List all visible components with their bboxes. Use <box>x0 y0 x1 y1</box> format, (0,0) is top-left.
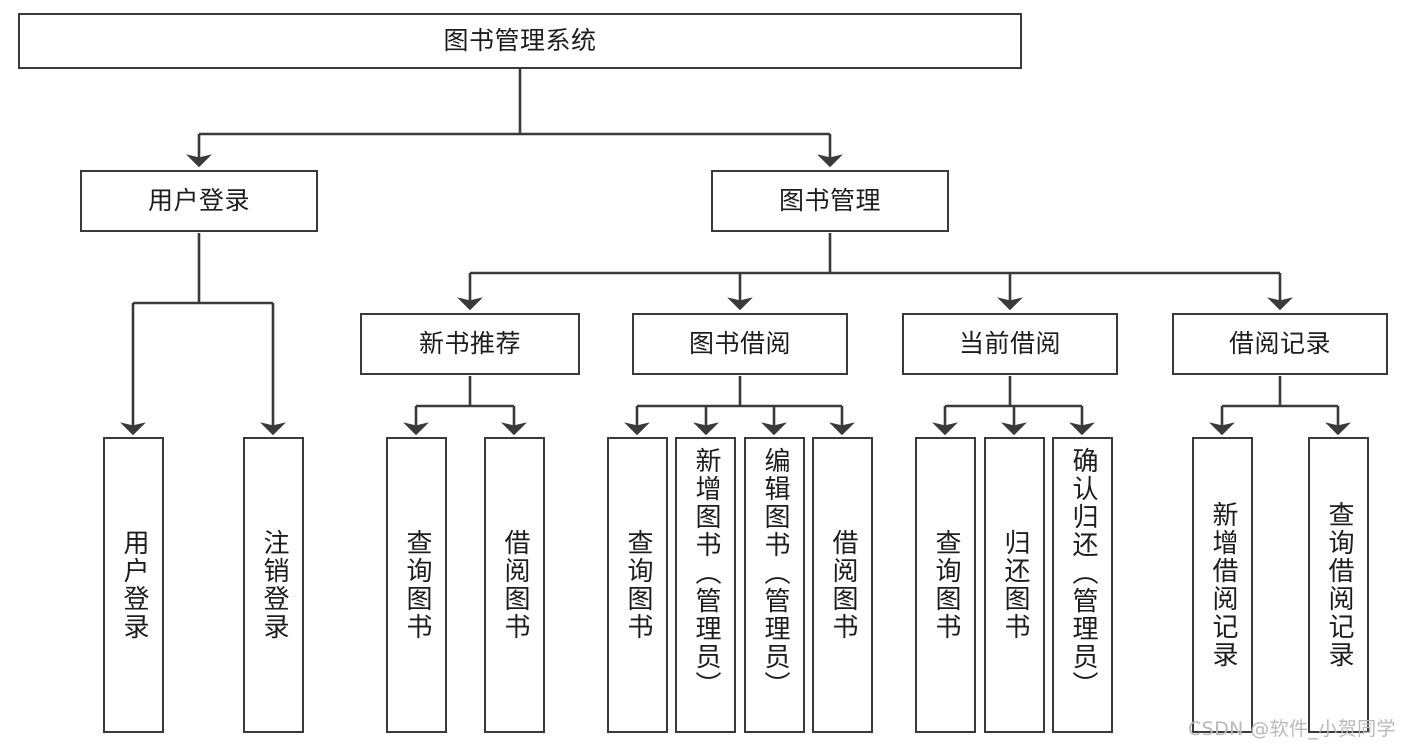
node-label: 查询图书 <box>623 529 654 641</box>
node-new-book-recommend[interactable]: 新书推荐 <box>360 313 580 375</box>
node-label: 编辑图书（管理员） <box>760 447 791 699</box>
node-label: 确认归还（管理员） <box>1068 447 1099 699</box>
leaf-borrow-book-1[interactable]: 借阅图书 <box>484 437 545 733</box>
node-label: 用户登录 <box>147 185 250 215</box>
csdn-watermark: CSDN @软件_小贺同学 <box>1188 718 1396 740</box>
leaf-confirm-return[interactable]: 确认归还（管理员） <box>1052 437 1113 733</box>
node-label: 当前借阅 <box>958 328 1061 358</box>
node-label: 新增图书（管理员） <box>691 447 722 699</box>
node-label: 注销登录 <box>259 529 290 641</box>
node-label: 新书推荐 <box>418 328 521 358</box>
node-label: 图书借阅 <box>688 328 791 358</box>
node-current-borrow[interactable]: 当前借阅 <box>902 313 1118 375</box>
node-label: 查询图书 <box>402 529 433 641</box>
node-book-borrow[interactable]: 图书借阅 <box>632 313 848 375</box>
leaf-query-book-1[interactable]: 查询图书 <box>386 437 447 733</box>
node-label: 查询图书 <box>931 529 962 641</box>
leaf-logout-login[interactable]: 注销登录 <box>243 437 304 733</box>
leaf-return-book[interactable]: 归还图书 <box>984 437 1045 733</box>
node-label: 图书管理 <box>778 185 881 215</box>
node-user-login[interactable]: 用户登录 <box>80 170 318 232</box>
node-borrow-record[interactable]: 借阅记录 <box>1172 313 1388 375</box>
leaf-query-book-3[interactable]: 查询图书 <box>915 437 976 733</box>
node-label: 图书管理系统 <box>443 25 597 55</box>
leaf-borrow-book-2[interactable]: 借阅图书 <box>812 437 873 733</box>
node-label: 新增借阅记录 <box>1208 501 1239 669</box>
node-label: 归还图书 <box>1000 529 1031 641</box>
node-root-system[interactable]: 图书管理系统 <box>18 13 1022 69</box>
node-label: 查询借阅记录 <box>1324 501 1355 669</box>
leaf-add-borrow-record[interactable]: 新增借阅记录 <box>1192 437 1253 733</box>
leaf-edit-book[interactable]: 编辑图书（管理员） <box>744 437 805 733</box>
node-label: 借阅图书 <box>828 529 859 641</box>
leaf-user-login[interactable]: 用户登录 <box>103 437 164 733</box>
node-label: 用户登录 <box>119 529 150 641</box>
node-book-management[interactable]: 图书管理 <box>711 170 949 232</box>
node-label: 借阅记录 <box>1228 328 1331 358</box>
leaf-query-book-2[interactable]: 查询图书 <box>607 437 668 733</box>
leaf-add-book[interactable]: 新增图书（管理员） <box>675 437 736 733</box>
node-label: 借阅图书 <box>500 529 531 641</box>
leaf-query-borrow-record[interactable]: 查询借阅记录 <box>1308 437 1369 733</box>
